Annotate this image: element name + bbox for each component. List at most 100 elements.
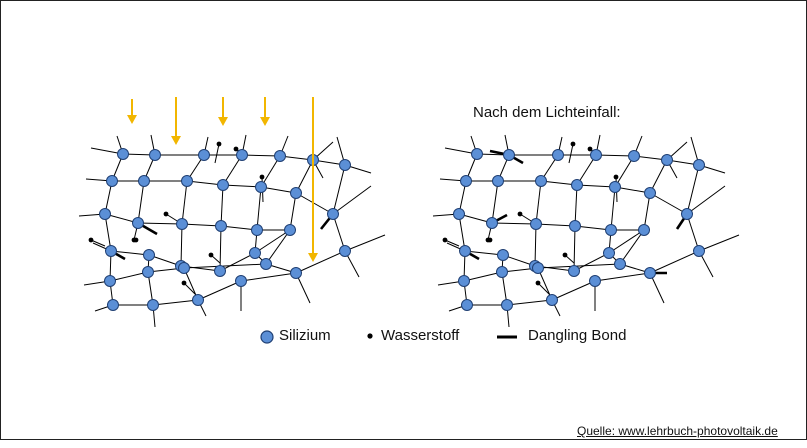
silicon-atom xyxy=(644,267,656,279)
lattice-bond xyxy=(241,154,281,157)
silicon-atom xyxy=(693,245,705,257)
lattice-bond xyxy=(535,223,576,227)
silicon-atom xyxy=(628,150,640,162)
lattice-bond xyxy=(686,213,700,252)
lattice-bond xyxy=(576,184,616,188)
silicon-atom xyxy=(571,179,583,191)
lattice-bond xyxy=(219,225,222,272)
silicon-atom xyxy=(492,175,504,187)
lattice-bond xyxy=(332,185,372,215)
silicon-atom xyxy=(609,181,621,193)
silicon-atom xyxy=(569,220,581,232)
silicon-atom xyxy=(132,217,144,229)
lattice-bond xyxy=(180,223,183,267)
silicon-atom xyxy=(681,208,693,220)
silicon-atom-icon xyxy=(260,330,274,344)
silicon-atom xyxy=(532,262,544,274)
silicon-atom xyxy=(644,187,656,199)
lattice-bond xyxy=(463,271,503,282)
lattice-bond xyxy=(551,280,596,301)
hydrogen-atom xyxy=(88,237,94,243)
silicon-atom xyxy=(176,218,188,230)
silicon-atom xyxy=(339,245,351,257)
light-arrow-icon xyxy=(171,136,181,145)
silicon-atom xyxy=(143,249,155,261)
hydrogen-atom xyxy=(535,280,541,286)
silicon-atom xyxy=(217,179,229,191)
silicon-atom xyxy=(497,249,509,261)
lattice-bond xyxy=(534,223,537,267)
hydrogen-atom xyxy=(181,280,187,286)
silicon-atom xyxy=(693,159,705,171)
lattice-bond xyxy=(109,271,149,282)
hydrogen-bond xyxy=(214,143,220,164)
lattice-bond xyxy=(186,180,224,186)
silicon-atom xyxy=(503,149,515,161)
silicon-atom xyxy=(138,175,150,187)
light-arrow-icon xyxy=(127,115,137,124)
silicon-atom xyxy=(255,181,267,193)
lattice-bond xyxy=(573,252,610,272)
light-arrow-icon xyxy=(308,253,318,262)
lattice-bond xyxy=(610,186,616,231)
lattice-bond xyxy=(614,155,635,188)
silicon-atom xyxy=(235,275,247,287)
hydrogen-atom xyxy=(233,146,239,152)
lattice-bond xyxy=(595,154,635,157)
silicon-atom xyxy=(589,275,601,287)
lattice-bond xyxy=(573,225,576,272)
lattice-bond xyxy=(222,184,262,188)
right-lattice xyxy=(432,134,740,328)
lattice-bond xyxy=(649,192,688,215)
lattice-bond xyxy=(295,250,346,274)
hydrogen-bond xyxy=(444,239,460,247)
silicon-atom xyxy=(460,175,472,187)
lattice-bond xyxy=(686,185,726,215)
silicon-atom xyxy=(251,224,263,236)
silicon-atom xyxy=(590,149,602,161)
lattice-bond xyxy=(181,223,222,227)
lattice-bond xyxy=(220,184,224,227)
lattice-bond xyxy=(574,184,578,227)
silicon-atom xyxy=(107,299,119,311)
hydrogen-bond xyxy=(568,143,574,164)
silicon-atom xyxy=(496,266,508,278)
silicon-atom xyxy=(249,247,261,259)
hydrogen-atom xyxy=(562,252,568,258)
hydrogen-atom xyxy=(163,211,169,217)
legend-silicon-label: Silizium xyxy=(279,327,331,344)
lattice-bond xyxy=(240,272,297,282)
lattice-bond xyxy=(332,164,346,215)
hydrogen-atom-icon xyxy=(367,333,373,339)
lattice-bond xyxy=(491,222,537,225)
lattice-bond xyxy=(197,280,242,301)
light-arrow-icon xyxy=(218,117,228,126)
silicon-atom xyxy=(614,258,626,270)
silicon-atom xyxy=(260,258,272,270)
lattice-bond xyxy=(464,250,504,256)
legend-dangling-bond-label: Dangling Bond xyxy=(528,327,627,344)
hydrogen-atom xyxy=(208,252,214,258)
silicon-atom xyxy=(290,187,302,199)
lattice-bond xyxy=(686,164,700,215)
silicon-atom xyxy=(461,299,473,311)
hydrogen-atom xyxy=(517,211,523,217)
light-arrow-icon xyxy=(260,117,270,126)
lattice-bond xyxy=(181,180,188,225)
lattice-bond xyxy=(183,263,267,269)
hydrogen-atom xyxy=(216,141,222,147)
legend-hydrogen-label: Wasserstoff xyxy=(381,327,460,344)
legend-icons xyxy=(260,330,517,344)
lattice-bond xyxy=(256,186,262,231)
hydrogen-atom xyxy=(587,146,593,152)
silicon-atom xyxy=(284,224,296,236)
lattice-bond xyxy=(649,250,700,274)
lattice-bond xyxy=(649,159,668,194)
silicon-atom xyxy=(290,267,302,279)
left-lattice xyxy=(78,134,386,328)
lattice-bond xyxy=(260,155,281,188)
silicon-atom xyxy=(327,208,339,220)
source-link[interactable]: Quelle: www.lehrbuch-photovoltaik.de xyxy=(577,424,778,438)
silicon-atom xyxy=(117,148,129,160)
